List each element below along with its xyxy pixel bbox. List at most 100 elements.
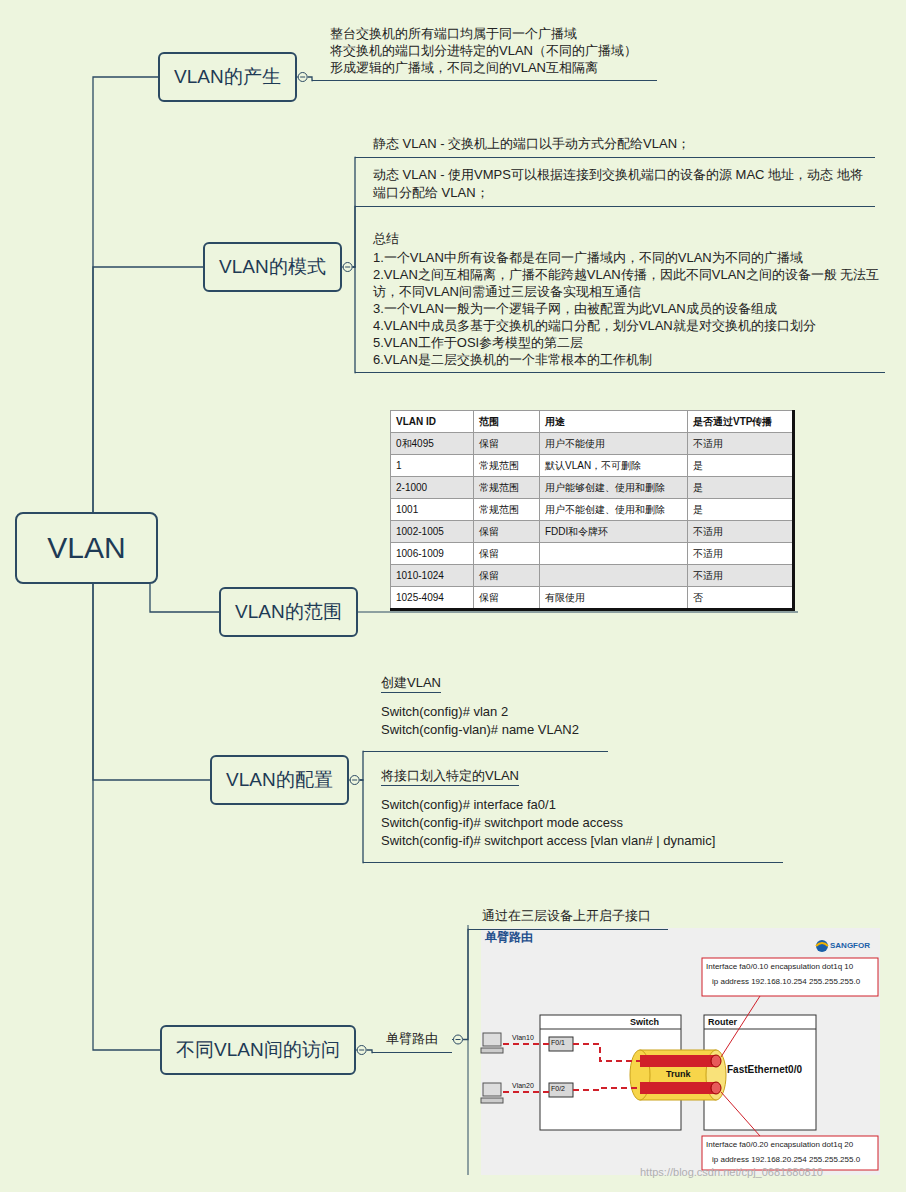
table-cell: 1002-1005 <box>391 521 474 543</box>
topic-text: 形成逻辑的广播域，不同之间的VLAN互相隔离 <box>330 59 653 76</box>
table-cell <box>540 565 688 587</box>
collapse-minus <box>352 780 357 781</box>
watermark: https://blog.csdn.net/cpj_0681680810 <box>640 1166 823 1179</box>
leaf-topic: 静态 VLAN - 交换机上的端口以手动方式分配给VLAN； <box>355 131 875 158</box>
port-label: F0/2 <box>551 1085 565 1093</box>
config-box <box>702 1136 878 1170</box>
leaf-topic: 总结1.一个VLAN中所有设备都是在同一广播域内，不同的VLAN为不同的广播域2… <box>355 226 885 373</box>
vlan-label: Vlan20 <box>512 1082 534 1090</box>
cell-text: 不适用 <box>693 570 723 581</box>
collapse-minus <box>345 267 350 268</box>
table-cell: 否 <box>688 587 794 610</box>
cell-text: 默认VLAN，不可删除 <box>545 460 641 471</box>
topic-text: 不同VLAN间的访问 <box>176 1037 340 1063</box>
leaf-topic: 创建VLAN Switch(config)# vlan 2Switch(confi… <box>363 670 608 752</box>
cell-text: 是否通过VTP传播 <box>693 416 772 427</box>
leaf-topic: 动态 VLAN - 使用VMPS可以根据连接到交换机端口的设备的源 MAC 地址… <box>355 162 875 207</box>
table-cell: FDDI和令牌环 <box>540 521 688 543</box>
cell-text: 否 <box>693 592 703 603</box>
table-cell: 是 <box>688 455 794 477</box>
logo-swoosh <box>816 943 828 946</box>
topic-text: 总结 <box>373 230 881 247</box>
image-title: 单臂路由 <box>485 931 533 945</box>
topic-text: 将接口划入特定的VLAN <box>381 767 519 786</box>
cell-text: 常规范围 <box>479 482 519 493</box>
table-cell: 1001 <box>391 499 474 521</box>
branch-connector <box>93 77 158 512</box>
table-cell: 保留 <box>474 433 540 455</box>
switch-title-line <box>540 1029 681 1030</box>
trunk-label: Trunk <box>664 1069 693 1079</box>
cell-text: 是 <box>693 482 703 493</box>
topic-text: VLAN <box>47 531 125 565</box>
topic-text: Switch(config)# vlan 2 <box>381 703 604 721</box>
cell-text: 1001 <box>396 504 418 515</box>
cell-text: 保留 <box>479 548 499 559</box>
table-cell: 范围 <box>474 411 540 433</box>
cell-text: 用户不能使用 <box>545 438 605 449</box>
table-cell: 保留 <box>474 543 540 565</box>
branch-topic: VLAN的配置 <box>210 755 349 805</box>
port-label: F0/1 <box>551 1039 565 1047</box>
table-cell: 常规范围 <box>474 499 540 521</box>
collapse-minus <box>300 77 305 78</box>
leaf-topic: 将接口划入特定的VLANSwitch(config)# interface fa… <box>363 763 783 863</box>
table-cell: 用途 <box>540 411 688 433</box>
topic-text: Switch(config-if)# switchport access [vl… <box>381 832 779 850</box>
vlan-label: Vlan10 <box>512 1034 534 1042</box>
table-cell: 保留 <box>474 565 540 587</box>
collapse-toggle <box>350 776 359 785</box>
pc-icon <box>481 1083 503 1103</box>
table-cell: 1 <box>391 455 474 477</box>
topic-text: VLAN的配置 <box>226 767 333 793</box>
cell-text: 1006-1009 <box>396 548 444 559</box>
cell-text: 常规范围 <box>479 460 519 471</box>
logo-text: SANGFOR <box>830 941 870 950</box>
leader-line <box>721 1092 760 1136</box>
leaf-topic: 单臂路由 <box>372 1026 452 1053</box>
topic-text: 创建VLAN <box>381 674 441 693</box>
cell-text: 是 <box>693 504 703 515</box>
image-ground <box>481 928 880 1175</box>
branch-connector <box>93 267 203 512</box>
config-text: Interface fa0/0.20 encapsulation dot1q 2… <box>706 1140 853 1149</box>
table-cell: 0和4095 <box>391 433 474 455</box>
cell-text: 是 <box>693 460 703 471</box>
table-cell: 是否通过VTP传播 <box>688 411 794 433</box>
table-cell: 是 <box>688 499 794 521</box>
connector-stub <box>349 780 351 781</box>
table-cell: 保留 <box>474 587 540 610</box>
table-cell: 用户不能创建、使用和删除 <box>540 499 688 521</box>
table-cell: 常规范围 <box>474 477 540 499</box>
connector-stub <box>452 1039 454 1040</box>
cell-text: 常规范围 <box>479 504 519 515</box>
root-topic: VLAN <box>15 512 158 584</box>
trunk-cylinder <box>630 1050 726 1100</box>
cell-text: 1002-1005 <box>396 526 444 537</box>
table-cell: 默认VLAN，不可删除 <box>540 455 688 477</box>
cell-text: 1025-4094 <box>396 592 444 603</box>
collapse-minus <box>359 1050 364 1051</box>
cell-text: 用户能够创建、使用和删除 <box>545 482 665 493</box>
config-box <box>702 958 878 996</box>
table-cell: 1006-1009 <box>391 543 474 565</box>
table-cell: 用户不能使用 <box>540 433 688 455</box>
cell-text: 保留 <box>479 526 499 537</box>
router-box <box>704 1015 816 1130</box>
router-title-line <box>704 1029 816 1030</box>
branch-connector <box>93 584 160 1050</box>
branch-topic: VLAN的范围 <box>219 587 358 637</box>
topic-text: 6.VLAN是二层交换机的一个非常根本的工作机制 <box>373 351 881 368</box>
port-box <box>549 1037 573 1051</box>
config-text: Interface fa0/0.10 encapsulation dot1q 1… <box>706 962 853 971</box>
topic-text: 静态 VLAN - 交换机上的端口以手动方式分配给VLAN； <box>373 135 871 153</box>
branch-connector <box>150 584 219 612</box>
topic-text: Switch(config-vlan)# name VLAN2 <box>381 721 604 739</box>
interface-label: FastEthernet0/0 <box>727 1064 802 1076</box>
leaf-topic: 整台交换机的所有端口均属于同一个广播域将交换机的端口划分进特定的VLAN（不同的… <box>312 21 657 81</box>
vlan-range-table: VLAN ID范围用途是否通过VTP传播0和4095保留用户不能使用不适用1常规… <box>390 410 795 611</box>
vlan10-path <box>503 1044 640 1061</box>
topic-text: 3.一个VLAN一般为一个逻辑子网，由被配置为此VLAN成员的设备组成 <box>373 300 881 317</box>
branch-connector <box>360 752 364 781</box>
cell-text: 不适用 <box>693 438 723 449</box>
